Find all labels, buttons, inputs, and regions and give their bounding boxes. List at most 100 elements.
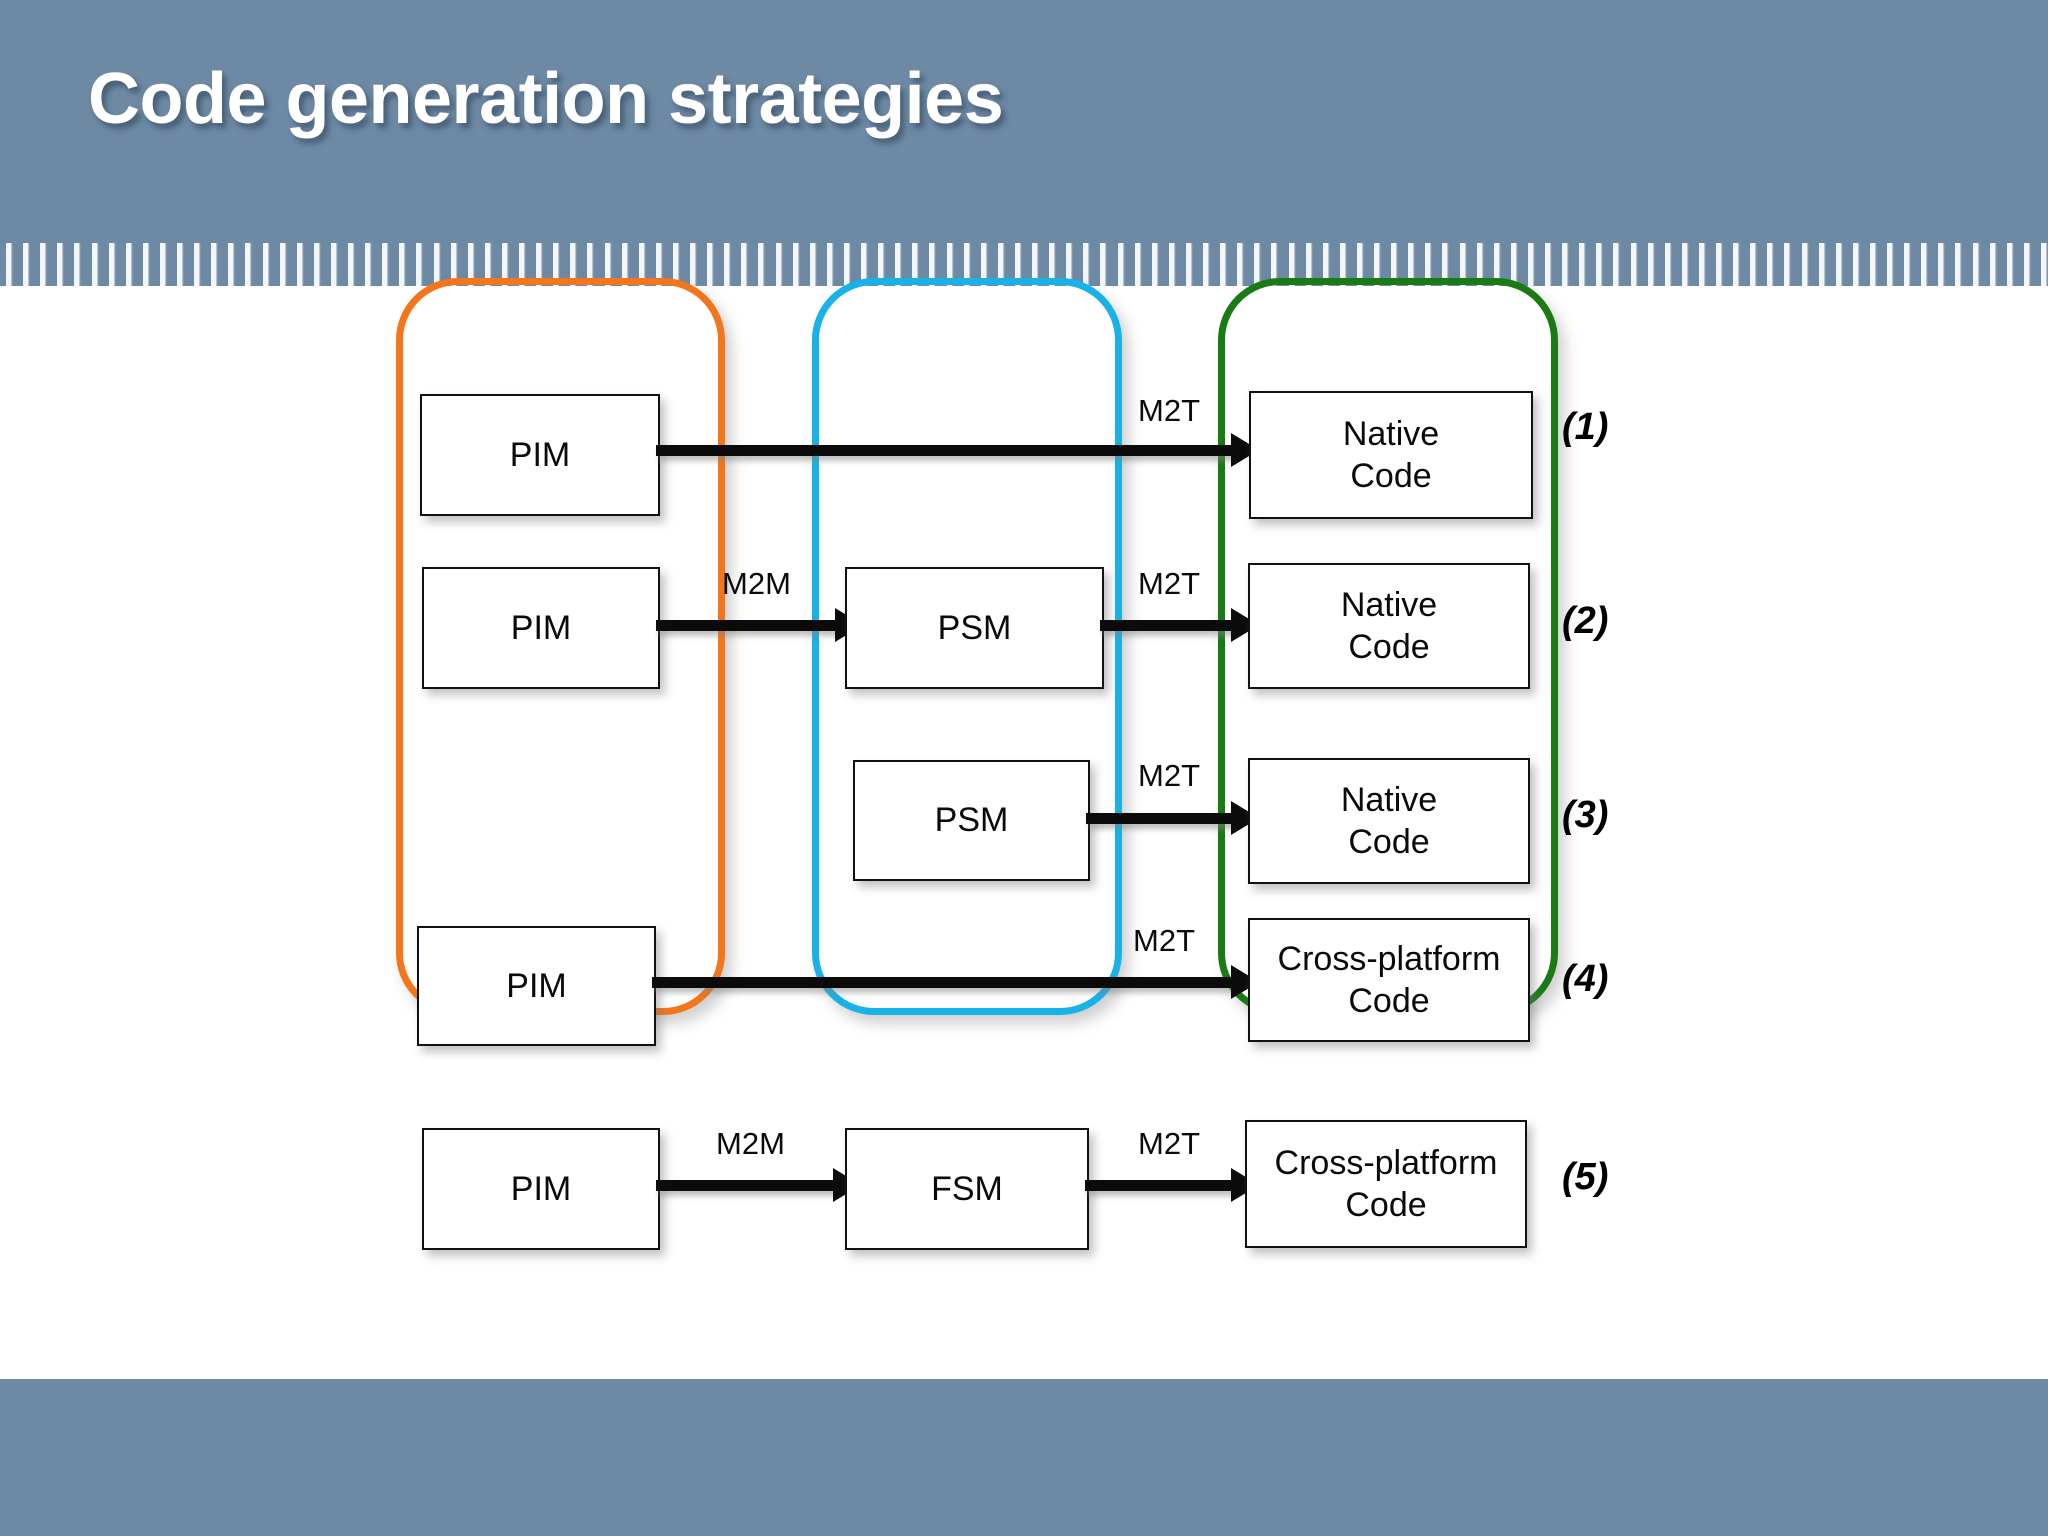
node-native-code-row1: Native Code [1249, 391, 1533, 519]
node-label: PIM [510, 608, 572, 647]
tick-mark [245, 243, 251, 286]
tick-mark [1801, 243, 1807, 286]
tick-mark [1391, 243, 1397, 286]
tick-mark [1271, 243, 1277, 286]
diagram-canvas: PIM M2T Native Code (1) PIM M2M PSM M2T … [0, 278, 2048, 1379]
tick-mark [91, 243, 97, 286]
tick-mark [1750, 243, 1756, 286]
tick-mark [1220, 243, 1226, 286]
tick-mark [672, 243, 678, 286]
tick-mark [330, 243, 336, 286]
strategy-number-5: (5) [1562, 1156, 1609, 1198]
tick-mark [912, 243, 918, 286]
tick-mark [1972, 243, 1978, 286]
node-fsm-row5: FSM [845, 1128, 1089, 1250]
tick-mark [177, 243, 182, 286]
tick-mark [1630, 243, 1636, 286]
tick-mark [416, 243, 422, 286]
tick-mark [279, 243, 285, 286]
node-label: FSM [931, 1169, 1003, 1208]
arrow-m2t-row1 [656, 433, 1259, 467]
tick-mark [296, 243, 302, 286]
tick-mark [57, 243, 63, 286]
tick-mark [1716, 243, 1721, 286]
tick-mark [1767, 243, 1773, 286]
edge-label-m2t-row1: M2T [1138, 393, 1200, 428]
tick-mark [262, 243, 268, 286]
tick-mark [638, 243, 644, 286]
arrow-m2m-row2 [656, 608, 863, 642]
node-label-line2: Code [1348, 628, 1430, 666]
tick-mark [1014, 243, 1020, 286]
node-label-line1: Native [1340, 780, 1438, 819]
tick-mark [1955, 243, 1961, 286]
tick-mark [450, 243, 456, 286]
tick-mark [1681, 243, 1687, 286]
edge-label-m2m-row5: M2M [716, 1126, 785, 1161]
tick-mark [2023, 243, 2029, 286]
tick-mark [1117, 243, 1123, 286]
tick-mark [1168, 243, 1174, 286]
edge-label-m2t-row2: M2T [1138, 566, 1200, 601]
node-label-line2: Code [1345, 1186, 1427, 1224]
page-title: Code generation strategies [88, 59, 1004, 139]
tick-mark [108, 243, 114, 286]
tick-mark [1510, 243, 1516, 286]
arrow-m2t-row2 [1100, 608, 1259, 642]
tick-mark [843, 243, 849, 286]
node-label-line2: Code [1348, 823, 1430, 861]
tick-mark [74, 243, 80, 286]
tick-mark [1493, 243, 1499, 286]
tick-mark [1613, 243, 1619, 286]
tick-mark [861, 243, 866, 286]
lane-psm [812, 278, 1122, 1015]
tick-mark [1989, 243, 1995, 286]
tick-mark [878, 243, 884, 286]
tick-mark [23, 243, 29, 286]
tick-mark [1203, 243, 1208, 286]
tick-mark [1083, 243, 1089, 286]
strategy-number-3: (3) [1562, 794, 1609, 836]
strategy-number-4: (4) [1562, 958, 1609, 1000]
edge-label-m2m-row2: M2M [722, 566, 791, 601]
tick-mark [1374, 243, 1379, 286]
tick-mark [929, 243, 935, 286]
tick-mark [382, 243, 388, 286]
node-psm-row2: PSM [845, 567, 1104, 689]
node-pim-row1: PIM [420, 394, 660, 516]
tick-mark [1904, 243, 1910, 286]
tick-mark [1698, 243, 1704, 286]
tick-mark [1305, 243, 1311, 286]
tick-mark [1784, 243, 1790, 286]
node-pim-row5: PIM [422, 1128, 660, 1250]
tick-mark [348, 243, 353, 286]
tick-mark [1322, 243, 1328, 286]
node-label: PIM [509, 435, 571, 474]
tick-mark [604, 243, 610, 286]
arrow-m2m-row5 [656, 1168, 861, 1202]
tick-mark [1356, 243, 1362, 286]
tick-mark [194, 243, 200, 286]
node-label-line2: Code [1350, 457, 1432, 495]
tick-mark [1921, 243, 1927, 286]
slide-footer-band [0, 1379, 2048, 1536]
tick-mark [1425, 243, 1431, 286]
tick-mark [536, 243, 542, 286]
tick-mark [1049, 243, 1055, 286]
node-label: PIM [510, 1169, 572, 1208]
tick-mark [1459, 243, 1465, 286]
tick-mark [1100, 243, 1106, 286]
tick-mark [1869, 243, 1875, 286]
tick-mark [1887, 243, 1892, 286]
tick-mark [724, 243, 730, 286]
node-cross-platform-code-row5: Cross-platform Code [1245, 1120, 1527, 1248]
tick-mark [399, 243, 405, 286]
node-native-code-row2: Native Code [1248, 563, 1530, 689]
tick-mark [6, 243, 11, 286]
tick-mark [1938, 243, 1944, 286]
tick-mark [655, 243, 661, 286]
node-label-line1: Cross-platform [1277, 939, 1501, 978]
tick-mark [313, 243, 319, 286]
tick-mark [1476, 243, 1482, 286]
